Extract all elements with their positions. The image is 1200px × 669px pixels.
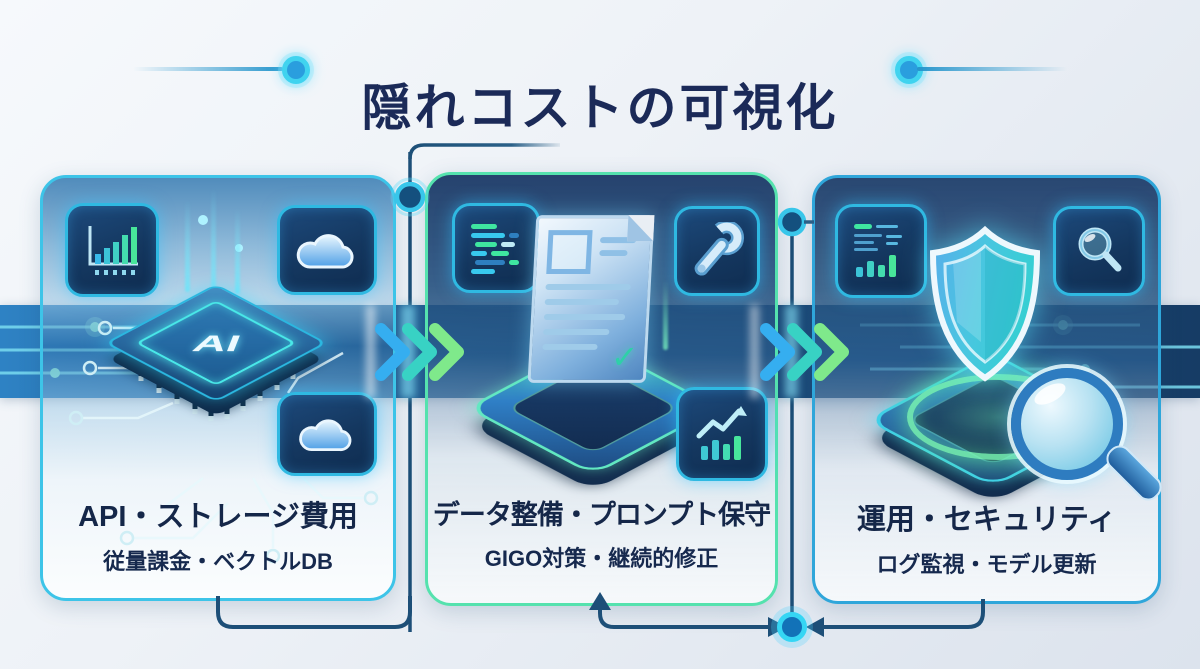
- panel-operations-security: 運用・セキュリティ ログ監視・モデル更新: [812, 175, 1167, 604]
- document-image-placeholder: [546, 230, 593, 275]
- panel-data-prompt-maintenance: ✓ データ整備・プロンプト保守 GIGO対策・継続的修正: [425, 172, 778, 606]
- document-line: [543, 313, 626, 320]
- connector-node: [777, 207, 807, 237]
- bar-chart-icon: [65, 203, 159, 297]
- light-streak: [750, 305, 759, 398]
- magnifier-icon: [1053, 206, 1145, 296]
- document-line: [544, 299, 619, 305]
- document-line: [599, 250, 628, 257]
- cloud-icon: [277, 392, 377, 476]
- checkmark-icon: ✓: [610, 338, 639, 375]
- chip-label: AI: [193, 330, 239, 356]
- light-streak: [401, 305, 415, 398]
- document-line: [545, 284, 631, 291]
- cloud-icon: [277, 205, 377, 295]
- folded-corner: [627, 215, 655, 242]
- title-accent-dot-left: [282, 56, 310, 84]
- panel-title: API・ストレージ費用: [78, 501, 358, 533]
- code-block-icon: [452, 203, 540, 293]
- dashboard-icon: [835, 204, 927, 298]
- panel-caption: API・ストレージ費用 従量課金・ベクトルDB: [43, 493, 393, 576]
- node-glow: [390, 177, 430, 217]
- document-line: [542, 343, 598, 350]
- light-streak: [785, 305, 798, 398]
- glow-beam: [185, 200, 190, 292]
- magnifier-lens: [1011, 368, 1123, 480]
- document-check-icon: ✓: [527, 215, 655, 383]
- ai-chip-icon: AI: [103, 238, 329, 448]
- panel-api-storage-cost: AI API・ストレージ費用 従量課金・ベクトルDB: [40, 175, 396, 601]
- node-glow: [771, 606, 813, 648]
- light-streak: [366, 305, 375, 398]
- panel-title: 運用・セキュリティ: [856, 504, 1117, 536]
- document-line: [543, 328, 610, 335]
- page-title: 隠れコストの可視化: [361, 79, 839, 136]
- panel-subtitle: ログ監視・モデル更新: [876, 552, 1097, 577]
- title-accent-line-right: [917, 67, 1067, 71]
- panel-title: データ整備・プロンプト保守: [432, 500, 771, 530]
- glow-beam: [211, 188, 216, 300]
- wrench-icon: [674, 206, 760, 296]
- shield-icon: [923, 222, 1047, 388]
- panel-caption: 運用・セキュリティ ログ監視・モデル更新: [815, 496, 1158, 579]
- arrowhead-right: [768, 617, 787, 637]
- magnifier-icon: [1005, 364, 1167, 514]
- connector-node: [777, 612, 807, 642]
- title-accent-line-left: [133, 67, 283, 71]
- panel-subtitle: 従量課金・ベクトルDB: [103, 549, 333, 574]
- growth-chart-icon: [676, 387, 768, 481]
- glow-beam: [235, 208, 240, 294]
- panel-caption: データ整備・プロンプト保守 GIGO対策・継続的修正: [428, 493, 775, 573]
- arrowhead-left: [806, 617, 824, 637]
- connector-node: [394, 181, 426, 213]
- panel-subtitle: GIGO対策・継続的修正: [484, 546, 719, 571]
- glow-beam: [663, 280, 668, 350]
